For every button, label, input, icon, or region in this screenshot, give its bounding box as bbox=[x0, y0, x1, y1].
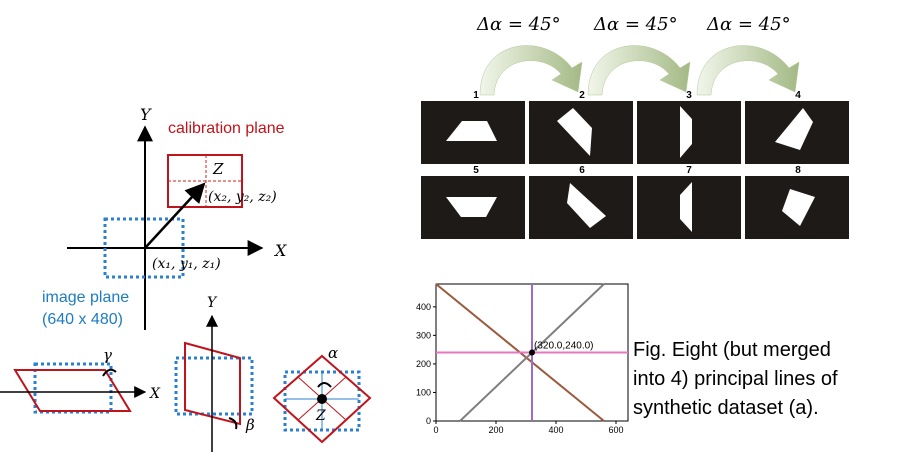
thumb-number-6: 6 bbox=[579, 165, 585, 176]
thumb-1-shape bbox=[446, 121, 497, 141]
gamma-label: γ bbox=[103, 346, 112, 364]
thumb-number-5: 5 bbox=[473, 165, 479, 176]
thumb-number-2: 2 bbox=[579, 90, 585, 101]
x-tick-label: 200 bbox=[488, 425, 503, 435]
alpha-calibration-plane bbox=[272, 354, 372, 444]
image-plane-size-label: (640 x 480) bbox=[42, 311, 123, 328]
z-vector-arrow bbox=[144, 182, 206, 249]
beta-image-plane bbox=[174, 356, 254, 416]
alpha-center-dot bbox=[317, 394, 327, 404]
y-tick-label: 400 bbox=[416, 302, 431, 312]
alpha-rotation-arrow bbox=[317, 382, 332, 388]
thumbnail-grid: 1 2 3 4 5 6 7 8 bbox=[421, 90, 849, 239]
y-tick-label: 0 bbox=[426, 416, 431, 426]
x-tick-label: 400 bbox=[548, 425, 563, 435]
delta-label-1: Δα = 45° bbox=[476, 14, 561, 35]
principal-lines-chart: 0 200 400 600 0 100 200 300 400 (320.0,240.0) bbox=[416, 283, 629, 435]
thumb-3-shape bbox=[680, 106, 692, 158]
alpha-label: α bbox=[328, 344, 338, 362]
z-label: Z bbox=[212, 160, 224, 178]
y-axis-label: Y bbox=[140, 105, 152, 124]
coordinate-diagram: Y X calibration plane Z (x₂, y₂, z₂) (x₁… bbox=[42, 105, 287, 330]
thumb-5-shape bbox=[446, 197, 497, 217]
image-plane-label: image plane bbox=[42, 289, 129, 306]
alpha-rotation: α Z bbox=[272, 344, 372, 444]
chart-center-annotation: (320.0,240.0) bbox=[534, 341, 594, 352]
gamma-x-label: X bbox=[149, 386, 161, 402]
curved-arrow-1 bbox=[479, 45, 583, 96]
gamma-rotation-arrow bbox=[102, 368, 117, 377]
calibration-plane-label: calibration plane bbox=[168, 120, 285, 137]
x-axis-label: X bbox=[273, 241, 287, 260]
thumb-2-shape bbox=[557, 108, 592, 156]
delta-label-3: Δα = 45° bbox=[706, 14, 791, 35]
gamma-calibration-plane bbox=[13, 369, 132, 412]
thumb-6-shape bbox=[567, 183, 606, 228]
gamma-rotation: γ X bbox=[0, 346, 161, 414]
chart-center-point bbox=[529, 349, 535, 356]
beta-rotation-arrow bbox=[228, 417, 238, 430]
thumb-number-3: 3 bbox=[686, 90, 692, 101]
thumb-8-shape bbox=[782, 189, 815, 226]
thumb-number-7: 7 bbox=[686, 165, 692, 176]
curved-arrow-2 bbox=[587, 45, 691, 96]
x-tick-label: 600 bbox=[608, 425, 623, 435]
beta-calibration-plane bbox=[184, 341, 241, 426]
beta-label: β bbox=[245, 416, 255, 434]
y-tick-label: 200 bbox=[416, 359, 431, 369]
y-tick-label: 300 bbox=[416, 330, 431, 340]
caption-line-2: into 4) principal lines of bbox=[633, 368, 838, 390]
beta-rotation: Y β bbox=[174, 295, 255, 452]
caption: Fig. Eight (but merged into 4) principal… bbox=[633, 339, 838, 419]
curved-arrow-3 bbox=[696, 45, 800, 96]
coord-2-label: (x₂, y₂, z₂) bbox=[208, 189, 277, 205]
x-tick-label: 0 bbox=[433, 425, 438, 435]
coord-1-label: (x₁, y₁, z₁) bbox=[152, 256, 221, 272]
delta-label-2: Δα = 45° bbox=[593, 14, 678, 35]
beta-y-label: Y bbox=[207, 295, 218, 311]
thumb-number-4: 4 bbox=[795, 90, 801, 101]
caption-line-3: synthetic dataset (a). bbox=[633, 397, 819, 419]
thumb-number-1: 1 bbox=[473, 90, 479, 101]
caption-line-1: Fig. Eight (but merged bbox=[633, 339, 831, 361]
delta-labels: Δα = 45° Δα = 45° Δα = 45° bbox=[476, 14, 791, 35]
gamma-image-plane bbox=[33, 362, 113, 414]
curved-arrows bbox=[479, 45, 800, 96]
thumb-7-shape bbox=[680, 182, 692, 232]
thumb-4-shape bbox=[775, 108, 813, 150]
thumb-number-8: 8 bbox=[795, 165, 801, 176]
y-tick-label: 100 bbox=[416, 387, 431, 397]
alpha-z-label: Z bbox=[315, 408, 326, 424]
image-plane-box bbox=[103, 217, 185, 279]
chart-ticks-group: 0 200 400 600 0 100 200 300 400 bbox=[416, 302, 624, 435]
